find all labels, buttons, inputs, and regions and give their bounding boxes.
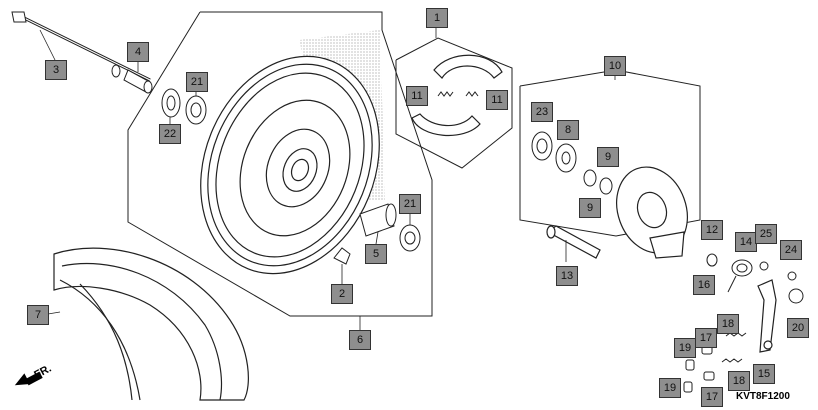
oil-seal-part [161,88,181,118]
callout-3: 3 [45,60,67,80]
brake-arm-part [757,279,777,353]
seal-23-part [531,131,553,161]
callout-10: 10 [604,56,626,76]
callout-14: 14 [735,232,757,252]
diagram-code: KVT8F1200 [736,391,790,402]
callout-9a: 9 [597,147,619,167]
callout-6: 6 [349,330,371,350]
callout-4: 4 [127,42,149,62]
callout-11b: 11 [486,90,508,110]
callout-1: 1 [426,8,448,28]
brake-shoe-group-outline [395,37,513,169]
callout-12: 12 [701,220,723,240]
callout-19a: 19 [674,338,696,358]
callout-15: 15 [753,364,775,384]
callout-17a: 17 [695,328,717,348]
callout-8: 8 [557,120,579,140]
pin-parts [683,345,715,393]
collar-part [123,69,153,94]
callout-16: 16 [693,275,715,295]
brake-shoe-part [411,54,503,137]
indicator-part [727,259,753,293]
callout-13: 13 [556,266,578,286]
callout-21b: 21 [399,194,421,214]
camshaft-part [546,225,601,259]
callout-5: 5 [365,244,387,264]
valve-part [333,247,351,265]
callout-24: 24 [780,240,802,260]
wheel-rim-part [200,55,380,275]
callout-23: 23 [531,102,553,122]
callout-22: 22 [159,124,181,144]
callout-25: 25 [755,224,777,244]
callout-20: 20 [787,318,809,338]
tire-part [53,247,249,401]
wheel-group-outline [127,11,433,317]
callout-21a: 21 [186,72,208,92]
callout-18b: 18 [728,371,750,391]
callout-11a: 11 [406,86,428,106]
brake-spring-part [437,91,479,97]
washer-part [583,169,613,195]
callout-19b: 19 [659,378,681,398]
spacer-part [359,203,397,237]
bearing-part [185,95,207,125]
callout-9b: 9 [579,198,601,218]
callout-2: 2 [331,284,353,304]
axle-part [11,11,151,82]
callout-7: 7 [27,305,49,325]
lower-bearing-part [399,224,421,252]
gear-part [555,143,577,173]
callout-18a: 18 [717,314,739,334]
small-washer-part [706,253,804,304]
spring-parts [721,332,747,363]
brake-panel-part [616,166,688,259]
callout-17b: 17 [701,387,723,407]
